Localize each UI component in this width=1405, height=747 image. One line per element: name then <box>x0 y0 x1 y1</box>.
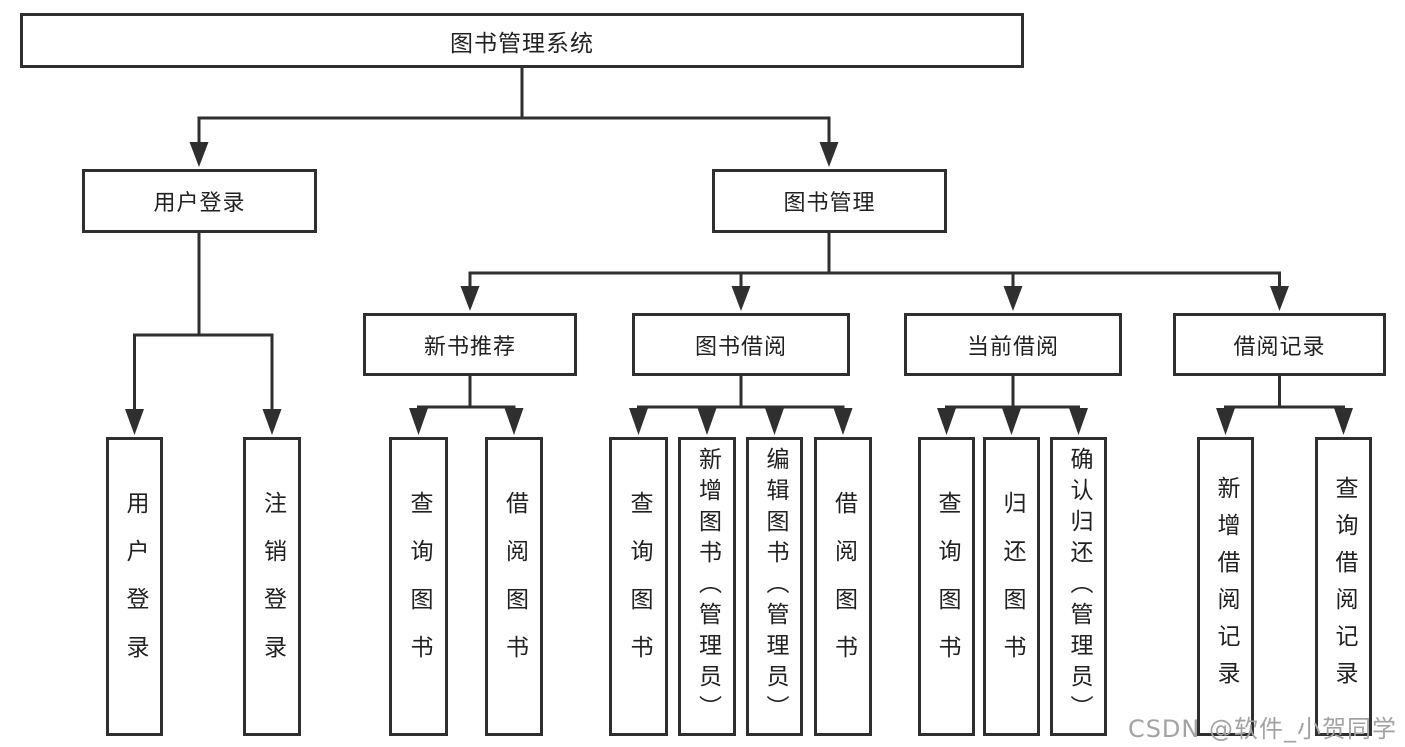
leaf-add-borrow-record: 新增借阅记录 <box>1197 437 1254 736</box>
node-library-management-system: 图书管理系统 <box>20 13 1024 68</box>
leaf-return-books: 归还图书 <box>983 437 1040 736</box>
leaf-edit-books-admin: 编辑图书（管理员） <box>746 437 803 736</box>
leaf-confirm-return-admin-label: 确认归还（管理员） <box>1066 447 1092 726</box>
leaf-add-books-admin: 新增图书（管理员） <box>678 437 736 736</box>
leaf-logout-label: 注销登录 <box>259 490 286 683</box>
node-borrow-records: 借阅记录 <box>1173 313 1386 376</box>
leaf-query-books-2: 查询图书 <box>609 437 668 736</box>
leaf-query-books-3: 查询图书 <box>918 437 975 736</box>
node-new-book-recommend: 新书推荐 <box>363 313 577 376</box>
leaf-add-books-admin-label: 新增图书（管理员） <box>694 447 721 726</box>
leaf-query-borrow-record: 查询借阅记录 <box>1315 437 1372 736</box>
leaf-query-borrow-record-label: 查询借阅记录 <box>1331 475 1357 698</box>
node-current-borrow: 当前借阅 <box>904 313 1122 376</box>
leaf-query-books-1: 查询图书 <box>389 437 448 736</box>
leaf-query-books-3-label: 查询图书 <box>934 490 960 683</box>
leaf-user-login-label: 用户登录 <box>122 490 148 683</box>
leaf-edit-books-admin-label: 编辑图书（管理员） <box>762 447 788 726</box>
leaf-query-books-1-label: 查询图书 <box>406 490 432 683</box>
csdn-watermark: CSDN @软件_小贺同学 <box>1127 715 1397 743</box>
node-book-borrow: 图书借阅 <box>632 313 850 376</box>
leaf-borrow-books-2: 借阅图书 <box>814 437 872 736</box>
leaf-borrow-books-2-label: 借阅图书 <box>830 490 857 683</box>
leaf-user-login: 用户登录 <box>106 437 163 736</box>
leaf-query-books-2-label: 查询图书 <box>626 490 652 683</box>
leaf-borrow-books-1-label: 借阅图书 <box>501 490 528 683</box>
leaf-return-books-label: 归还图书 <box>999 490 1025 683</box>
leaf-confirm-return-admin: 确认归还（管理员） <box>1050 437 1107 736</box>
node-user-login-branch: 用户登录 <box>82 169 317 233</box>
node-book-management-branch: 图书管理 <box>712 169 947 233</box>
leaf-add-borrow-record-label: 新增借阅记录 <box>1213 475 1239 698</box>
leaf-logout: 注销登录 <box>243 437 301 736</box>
leaf-borrow-books-1: 借阅图书 <box>485 437 543 736</box>
